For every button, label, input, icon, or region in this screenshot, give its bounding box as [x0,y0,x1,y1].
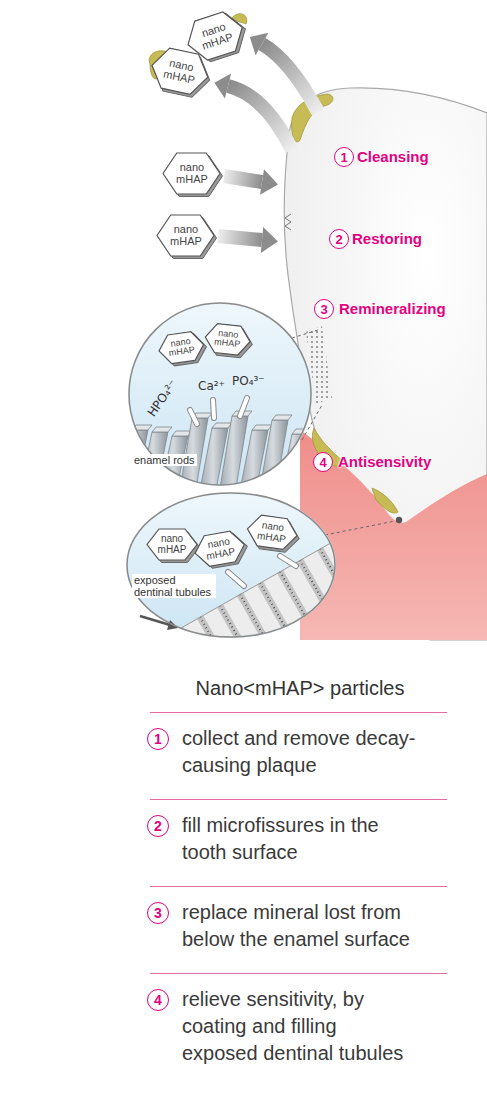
particle-hexagon: nano mHAP [146,528,201,564]
magnifier-circle: exposed dentinal tubulesnano mHAPnano mH… [126,492,336,638]
particle-label: nano mHAP [174,162,210,185]
callout-number: 2 [329,229,349,249]
callout-number: 3 [314,299,334,319]
list-item-text: fill microfissures in the tooth surface [182,812,416,866]
list-item-text: collect and remove decay-causing plaque [182,725,416,779]
callout-digit: 1 [154,732,162,746]
function-label: Antisensivity [338,453,431,471]
list-item-text: replace mineral lost from below the enam… [182,899,416,953]
list-title: Nano<mHAP> particles [150,676,450,700]
ion-label: Ca²⁺ [198,380,225,393]
particle-label: nano mHAP [156,534,188,555]
callout-number: 2 [147,815,169,837]
hexagon-face [157,215,214,256]
list-item-text: relieve sensitivity, by coating and fill… [182,986,416,1067]
hexagon-face [204,323,252,357]
callout-digit: 3 [320,303,327,316]
callout-digit: 2 [335,233,342,246]
magnifier-ring [129,303,311,485]
particle-hexagon: nano mHAP [202,321,255,360]
particle-hexagon: nano mHAP [156,214,218,260]
particle-label: nano mHAP [255,520,290,545]
particle-label: nano mHAP [168,224,204,247]
particle-label: nano mHAP [212,328,243,350]
callout-number: 1 [334,147,354,167]
callout-number: 3 [147,902,169,924]
function-label: Cleansing [357,148,429,166]
callout-number: 4 [147,989,169,1011]
callout-digit: 4 [319,456,326,469]
ion-label: PO₄³⁻ [232,375,265,388]
hexagon-face [148,45,212,97]
particle-hexagon: nano mHAP [244,512,303,555]
magnifier-circle: HPO₄²⁻ Ca²⁺ PO₄³⁻ enamel rods nano mHAP nano … [128,302,312,486]
hexagon-face [192,529,247,568]
particle-hexagon: nano mHAP [156,329,210,370]
callout-number: 4 [313,452,333,472]
callout-number: 1 [147,728,169,750]
particle-hexagon: nano mHAP [191,527,251,572]
callout-digit: 4 [154,993,162,1007]
particle-label: nano mHAP [166,336,197,359]
callout-digit: 1 [340,151,347,164]
hexagon-face [147,529,197,560]
part-label: enamel rods [132,454,197,466]
hexagon-face [245,513,299,551]
callout-digit: 3 [154,906,162,920]
callout-digit: 2 [154,819,162,833]
particle-hexagon: nano mHAP [162,152,224,198]
ion-label: HPO₄²⁻ [145,378,180,420]
hexagon-face [163,153,220,194]
function-label: Restoring [352,230,422,248]
magnifier-ring [127,493,335,637]
part-label: exposed dentinal tubules [132,574,216,598]
function-label: Remineralizing [339,300,446,318]
hexagon-face [157,330,206,365]
